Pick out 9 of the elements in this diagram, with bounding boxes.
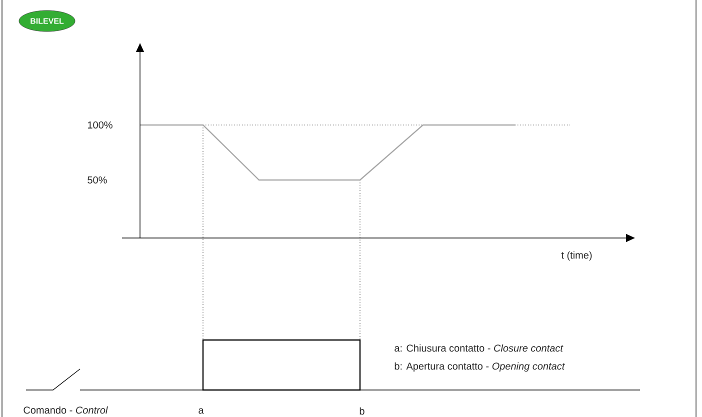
note-text: b: Apertura contatto - Opening contact xyxy=(394,362,565,372)
percent-label: 100% xyxy=(88,121,112,129)
axis-label: t (time) xyxy=(561,251,592,261)
point-label: a xyxy=(198,408,204,414)
note-text: a: Chiusura contatto - Closure contact xyxy=(394,344,564,352)
point-label: b xyxy=(360,407,364,415)
control-label: Comando - Control xyxy=(24,406,108,414)
mode-badge: BILEVEL xyxy=(18,10,76,32)
percent-label: 50% xyxy=(88,176,107,184)
